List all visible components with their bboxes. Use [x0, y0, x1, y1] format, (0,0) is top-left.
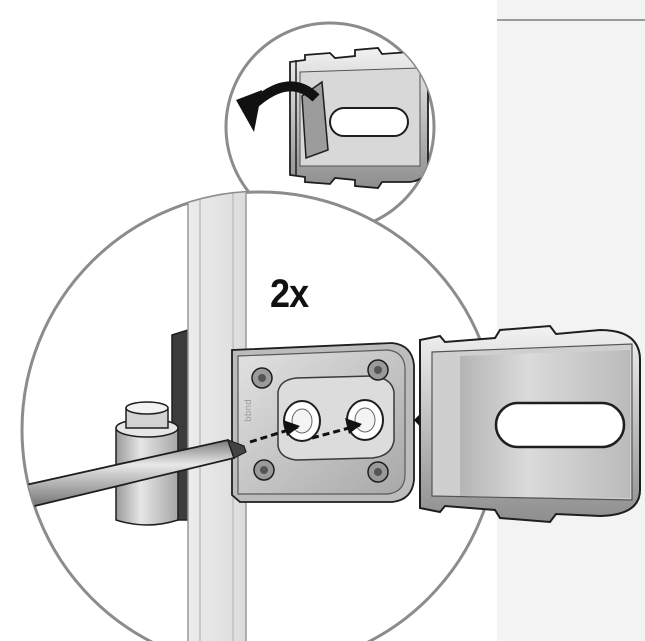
corner-screw [253, 459, 275, 481]
side-panel [497, 0, 645, 641]
panel-divider [497, 19, 645, 21]
step-count-label: 2x [270, 272, 309, 316]
drill-arrows [249, 418, 362, 444]
corner-screw [367, 461, 389, 483]
bracket-slot [329, 107, 409, 137]
mounting-plate: bbnd [231, 342, 415, 503]
bracket-tab [301, 80, 329, 160]
corner-screw [251, 367, 273, 389]
curved-arrow-icon [236, 81, 320, 132]
bracket-large [419, 324, 641, 524]
screwdriver-icon [22, 438, 247, 512]
bracket-large-slot [494, 401, 626, 449]
detail-view [224, 21, 436, 233]
part-marking: bbnd [244, 399, 254, 422]
corner-screw [367, 359, 389, 381]
